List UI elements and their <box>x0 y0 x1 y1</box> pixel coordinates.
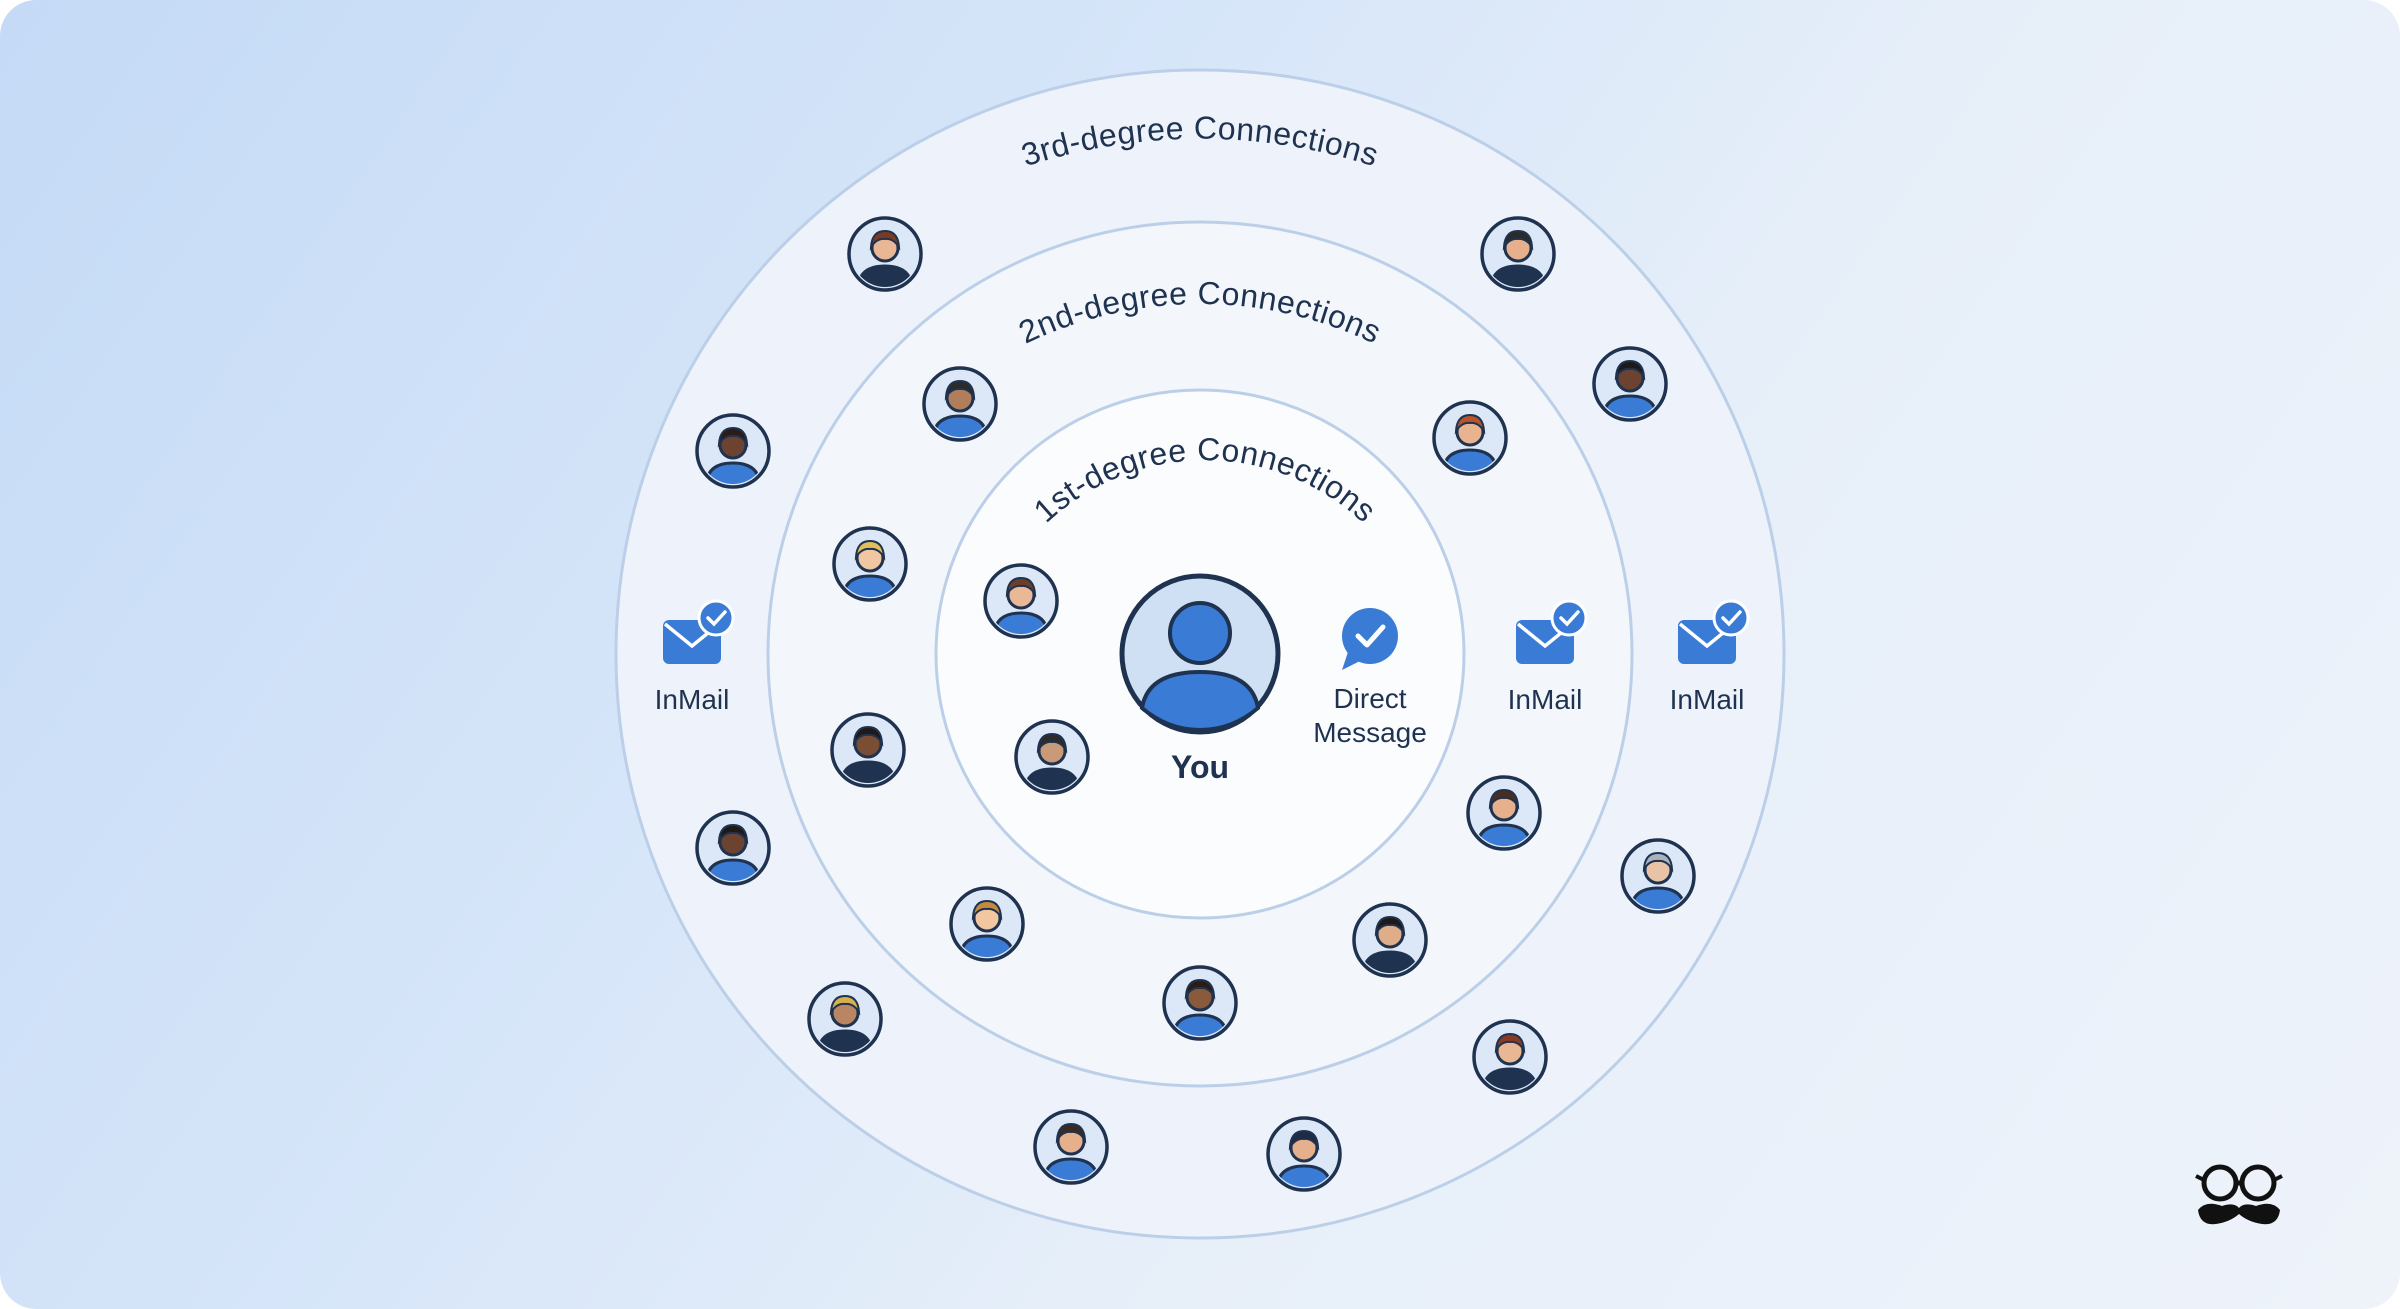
direct-message-label-1: Direct <box>1333 683 1406 714</box>
avatar-icon[interactable] <box>1472 1019 1548 1095</box>
you-node[interactable]: You <box>1119 573 1281 785</box>
inmail-left-node[interactable]: InMail <box>655 599 735 715</box>
avatar-icon[interactable] <box>1162 965 1238 1041</box>
avatar-icon[interactable] <box>1480 216 1556 292</box>
chat-check-icon <box>1342 608 1398 670</box>
avatar-icon[interactable] <box>1266 1116 1342 1192</box>
avatar-icon[interactable] <box>922 366 998 442</box>
avatar-icon[interactable] <box>983 563 1059 639</box>
inmail-right-label: InMail <box>1670 684 1745 715</box>
avatar-icon[interactable] <box>1014 719 1090 795</box>
avatar-icon[interactable] <box>1592 346 1668 422</box>
inmail-mid-node[interactable]: InMail <box>1508 599 1588 715</box>
inmail-left-label: InMail <box>655 684 730 715</box>
avatar-icon[interactable] <box>695 413 771 489</box>
you-label: You <box>1171 749 1229 785</box>
avatar-icon[interactable] <box>1432 400 1508 476</box>
mail-check-icon <box>663 599 735 664</box>
inmail-right-node[interactable]: InMail <box>1670 599 1750 715</box>
avatar-icon[interactable] <box>695 810 771 886</box>
avatar-icon[interactable] <box>807 981 883 1057</box>
inmail-mid-label: InMail <box>1508 684 1583 715</box>
mail-check-icon <box>1678 599 1750 664</box>
direct-message-node[interactable]: Direct Message <box>1313 608 1427 748</box>
direct-message-label-2: Message <box>1313 717 1427 748</box>
avatar-icon[interactable] <box>830 712 906 788</box>
avatar-icon[interactable] <box>949 886 1025 962</box>
avatar-icon[interactable] <box>1352 902 1428 978</box>
avatar-icon[interactable] <box>1466 775 1542 851</box>
avatar-icon[interactable] <box>847 216 923 292</box>
avatar-icon[interactable] <box>1620 838 1696 914</box>
avatar-icon[interactable] <box>832 526 908 602</box>
avatar-icon[interactable] <box>1033 1109 1109 1185</box>
mail-check-icon <box>1516 599 1588 664</box>
glasses-mustache-icon <box>2195 1164 2283 1225</box>
